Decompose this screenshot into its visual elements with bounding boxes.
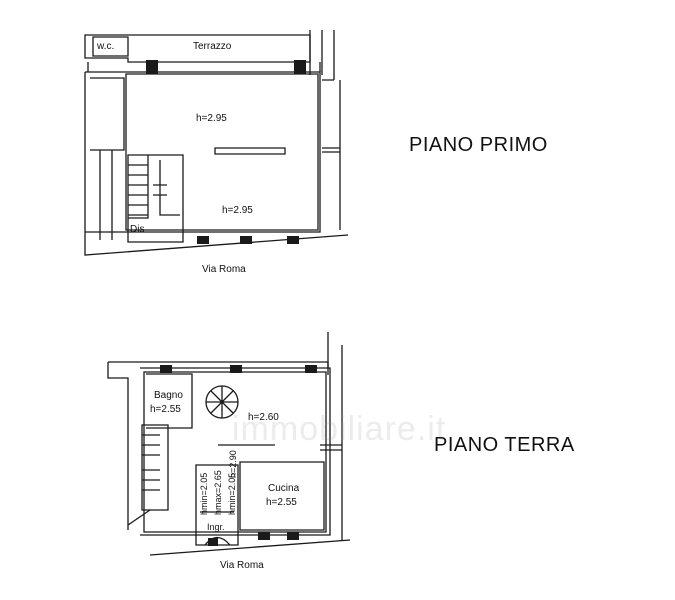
vertical-height-label: hmax=2.65 [213, 470, 223, 515]
ground-floor-plan [107, 332, 351, 556]
bagno-room [146, 373, 193, 429]
height-label: h=2.55 [150, 404, 181, 415]
upper-stair [127, 154, 184, 243]
upper-outer-wall [85, 71, 321, 233]
room-label-dis: Dis [130, 224, 145, 235]
room-label-wc: w.c. [97, 41, 115, 52]
watermark: immobiliare.it [232, 410, 447, 448]
street-label: Via Roma [220, 560, 264, 571]
room-label-ingresso: Ingr. [207, 522, 225, 532]
height-label: h=2.60 [248, 412, 279, 423]
ingresso-room [195, 464, 239, 546]
upper-floor-plan [84, 30, 349, 256]
vertical-height-label: h=2.90 [228, 450, 238, 478]
room-label-cucina: Cucina [268, 483, 300, 494]
cucina-room [239, 461, 325, 531]
ground-stair [141, 424, 169, 511]
height-label: h=2.95 [222, 205, 253, 216]
vertical-height-label: hmin=2.05 [199, 472, 209, 515]
room-label-bagno: Bagno [154, 390, 183, 401]
height-label: h=2.55 [266, 497, 297, 508]
floor-title-terra: PIANO TERRA [434, 434, 575, 456]
height-label: h=2.95 [196, 113, 227, 124]
floor-title-primo: PIANO PRIMO [409, 134, 548, 156]
room-label-terrazzo: Terrazzo [193, 41, 232, 52]
vertical-height-label: hmin=2.05 [227, 472, 237, 515]
street-label: Via Roma [202, 264, 246, 275]
wc-box [92, 36, 129, 57]
